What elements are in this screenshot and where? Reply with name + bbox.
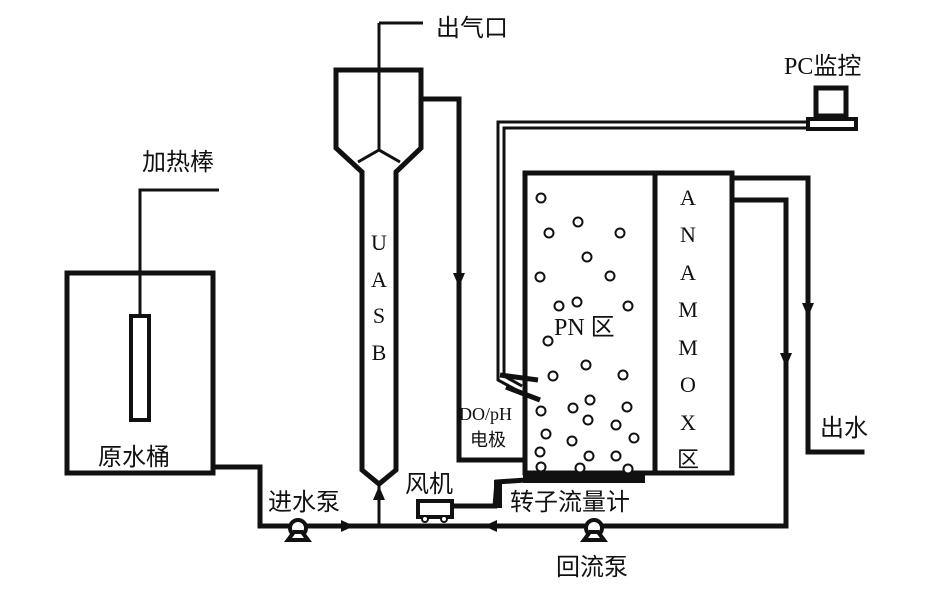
gas-outlet-label: 出气口 <box>436 15 508 42</box>
recycle-pipe <box>484 197 792 532</box>
air-bubble <box>542 335 554 347</box>
air-bubble <box>566 435 578 447</box>
air-bubble <box>622 300 634 312</box>
effluent-pipe <box>729 175 865 455</box>
influent-pump-icon <box>284 518 312 542</box>
air-bubble <box>581 251 593 263</box>
flow-arrow <box>373 486 385 500</box>
air-bubble <box>580 359 592 371</box>
recycle-pump-icon <box>580 518 608 542</box>
air-bubble <box>574 462 586 474</box>
uasb-to-pn-pipe <box>418 96 528 463</box>
air-bubble <box>553 300 565 312</box>
recycle-pump-label: 回流泵 <box>556 554 628 581</box>
anammox-letter: X <box>680 410 696 435</box>
anammox-letter: N <box>680 222 696 247</box>
influent-pipe <box>212 464 528 532</box>
air-bubbles <box>534 192 640 475</box>
air-bubble <box>534 446 546 458</box>
air-bubble <box>621 401 633 413</box>
heating-rod-label: 加热棒 <box>142 149 214 176</box>
electrode-label: 电极 <box>470 430 506 450</box>
blower-label: 风机 <box>405 471 453 498</box>
air-bubble <box>534 271 546 283</box>
air-bubble <box>535 461 547 473</box>
effluent-label: 出水 <box>820 415 868 442</box>
anammox-letter: O <box>680 372 696 397</box>
raw-water-tank-label: 原水桶 <box>98 444 170 471</box>
air-bubble <box>535 192 547 204</box>
air-bubble <box>567 402 579 414</box>
air-bubble <box>540 428 552 440</box>
air-bubble <box>572 216 584 228</box>
pc-monitor-label: PC监控 <box>784 53 861 80</box>
air-bubble <box>547 370 559 382</box>
influent-pump-label: 进水泵 <box>268 489 340 516</box>
uasb-letter: S <box>373 303 385 328</box>
air-bubble <box>535 405 547 417</box>
air-bubble <box>628 432 640 444</box>
air-bubble <box>610 450 622 462</box>
air-bubble <box>617 369 629 381</box>
air-bubble <box>543 227 555 239</box>
rotameter-label: 转子流量计 <box>510 489 630 516</box>
aeration-plate <box>417 474 645 509</box>
air-bubble <box>582 414 594 426</box>
air-bubble <box>622 463 634 475</box>
anammox-letter: M <box>678 335 698 360</box>
flow-arrow <box>780 353 792 367</box>
electrode-cable <box>496 120 812 403</box>
uasb-letter: B <box>372 340 387 365</box>
anammox-letter: M <box>678 297 698 322</box>
do-ph-label: DO/pH <box>459 404 512 424</box>
pc-monitor-icon <box>806 85 858 131</box>
air-bubble <box>610 419 622 431</box>
anammox-letter: A <box>680 185 696 210</box>
air-bubble <box>583 450 595 462</box>
air-bubble <box>571 296 583 308</box>
air-bubble <box>604 270 616 282</box>
pn-zone-label: PN 区 <box>554 315 615 341</box>
air-bubble <box>584 394 596 406</box>
blower-icon <box>416 499 454 523</box>
uasb-letter: U <box>371 230 387 255</box>
anammox-letter: 区 <box>677 447 699 472</box>
air-bubble <box>614 227 626 239</box>
uasb-reactor <box>333 21 424 488</box>
flow-arrow <box>802 303 814 317</box>
anammox-letter: A <box>680 260 696 285</box>
heating-rod <box>129 188 219 422</box>
flow-arrow <box>484 520 497 532</box>
flow-arrow <box>341 520 354 532</box>
uasb-letter: A <box>371 267 387 292</box>
flow-arrow <box>453 273 465 287</box>
